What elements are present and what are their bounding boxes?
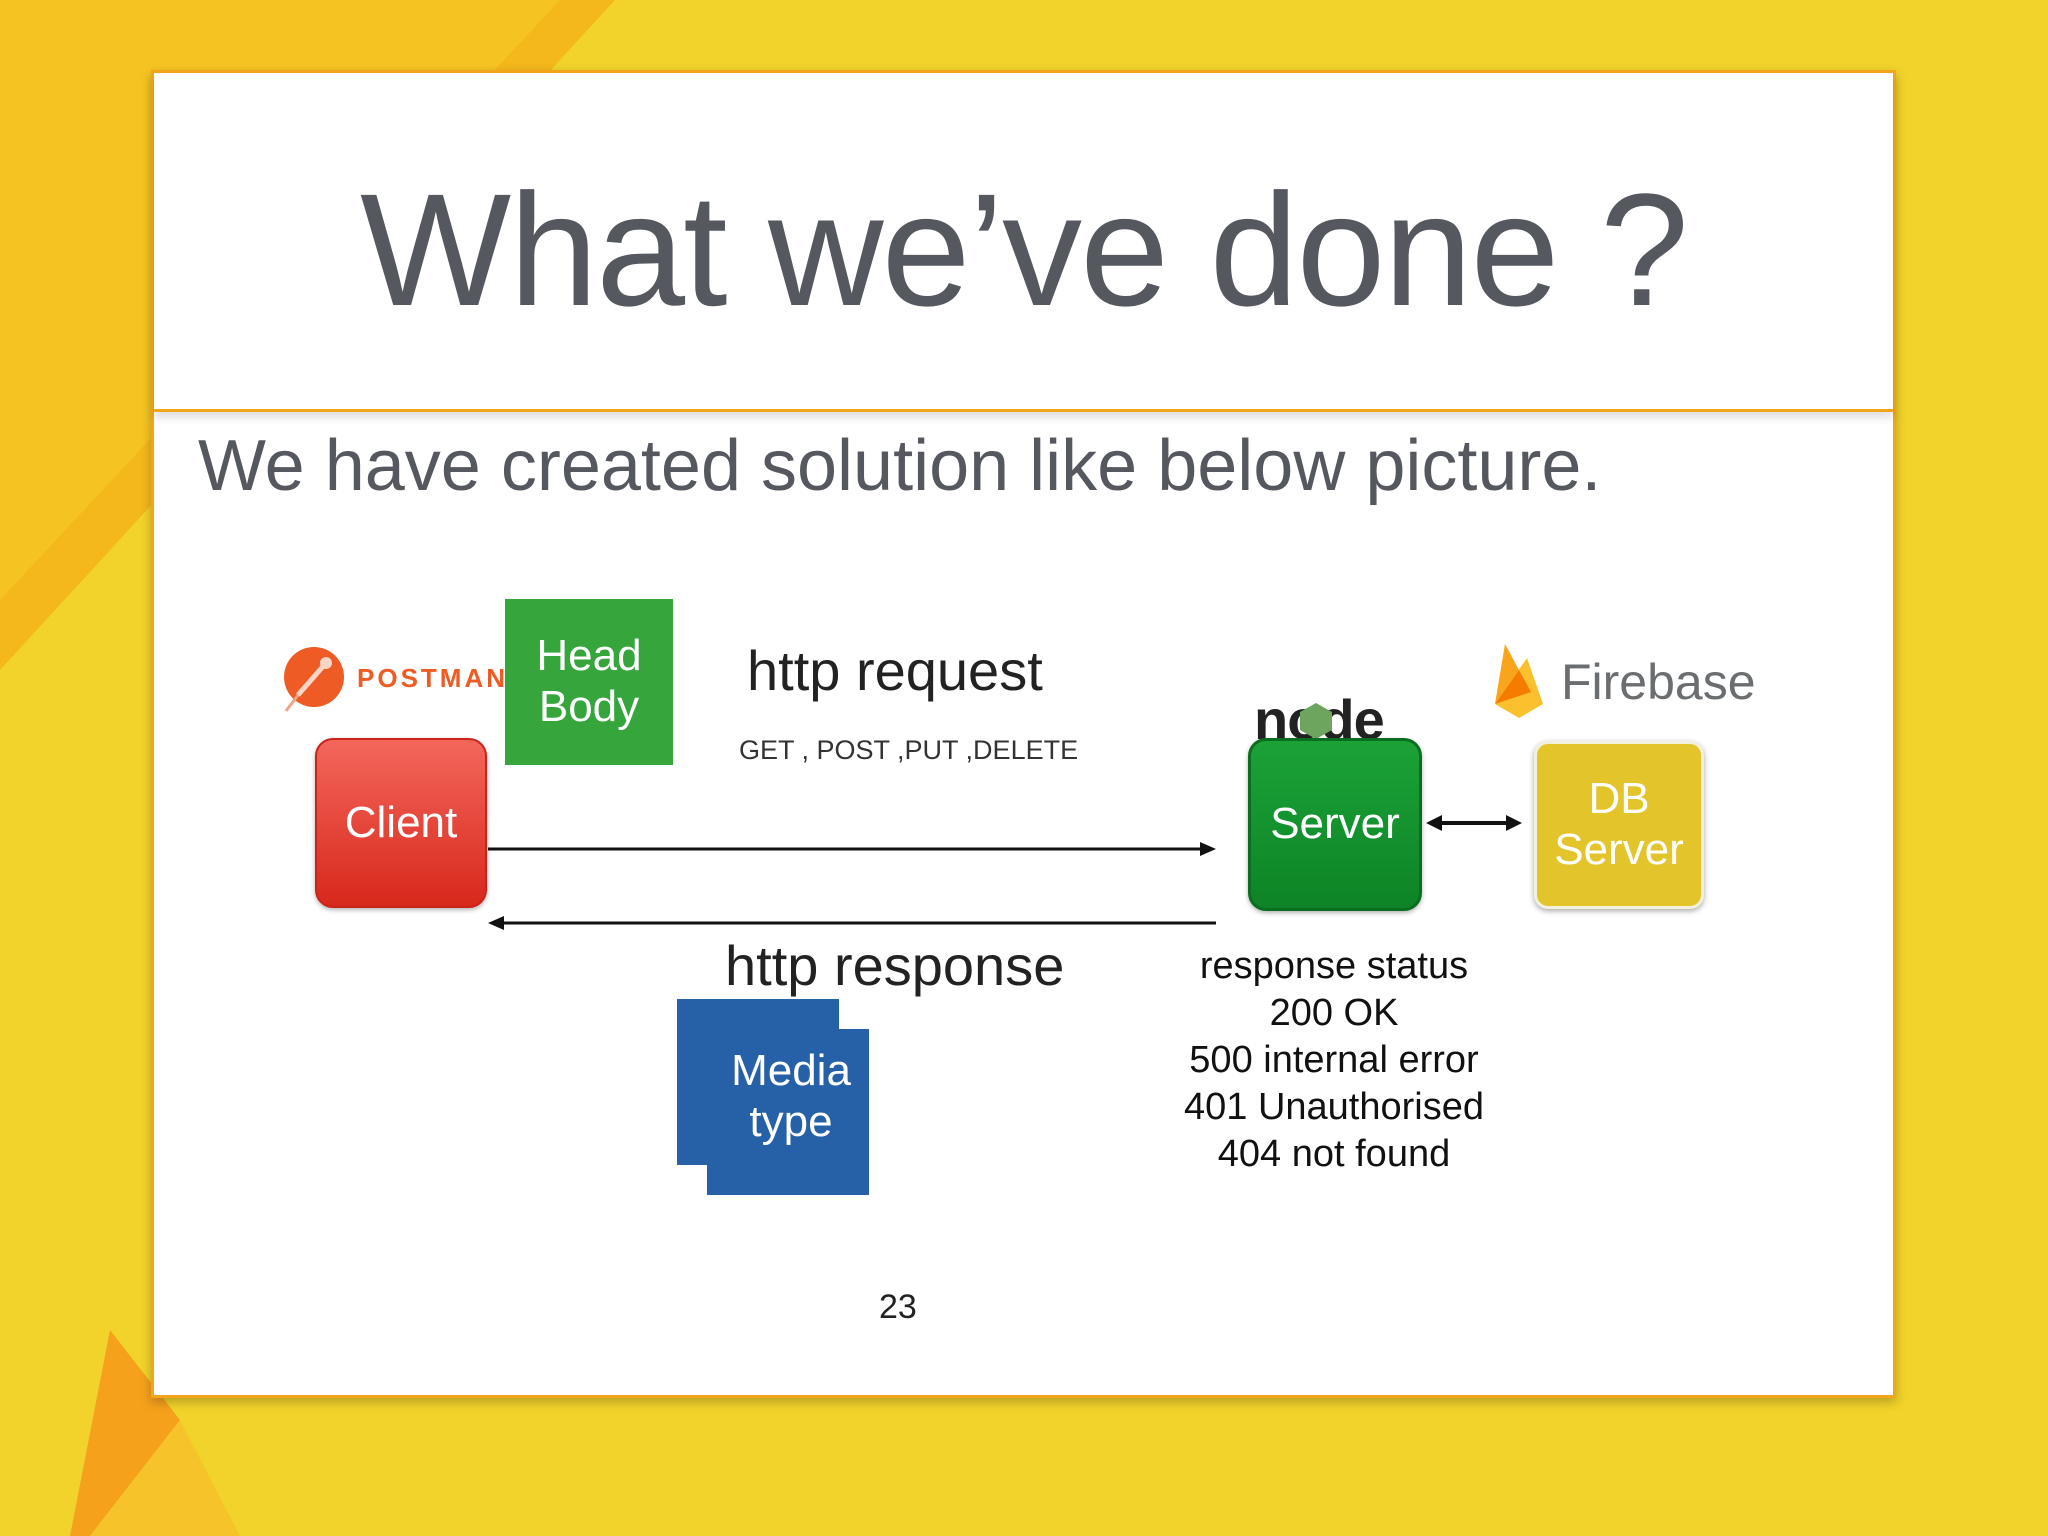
client-box: Client — [315, 738, 487, 908]
title-box: What we’ve done ? — [154, 73, 1893, 412]
server-label: Server — [1270, 799, 1400, 849]
slide-title: What we’ve done ? — [360, 160, 1689, 339]
client-label: Client — [344, 797, 458, 847]
status-500: 500 internal error — [1189, 1039, 1479, 1081]
firebase-flame-decoration — [70, 1330, 180, 1536]
firebase-icon — [1495, 644, 1543, 718]
http-response-label: http response — [725, 934, 1065, 997]
head-label: Head — [536, 631, 642, 681]
server-box: Server — [1248, 738, 1422, 911]
slide-card: What we’ve done ? We have created soluti… — [151, 70, 1896, 1398]
firebase-logo-text: Firebase — [1561, 654, 1756, 710]
type-label: type — [749, 1097, 833, 1146]
db-server-box: DB Server — [1534, 741, 1704, 909]
db-label: DB — [1588, 774, 1650, 824]
postman-logo-text: POSTMAN — [357, 663, 508, 693]
status-404: 404 not found — [1217, 1133, 1451, 1175]
node-hexagon-icon — [1300, 703, 1332, 739]
media-type-front-card — [707, 1029, 869, 1195]
media-label: Media — [731, 1046, 851, 1096]
slide-subtitle: We have created solution like below pict… — [198, 426, 1602, 506]
head-body-box: Head Body — [505, 599, 673, 765]
postman-icon — [284, 647, 344, 712]
status-401: 401 Unauthorised — [1184, 1086, 1484, 1128]
media-type-label: Media type — [677, 999, 869, 1195]
request-arrow — [488, 842, 1216, 856]
response-arrow — [488, 916, 1216, 930]
response-status-heading: response status — [1199, 945, 1469, 987]
db-server-label: Server — [1554, 825, 1684, 874]
response-status-list: response status 200 OK 500 internal erro… — [1174, 943, 1494, 1178]
server-db-arrow — [1426, 815, 1522, 831]
request-methods-label: GET , POST ,PUT ,DELETE — [739, 735, 1079, 765]
body-label: Body — [538, 682, 640, 731]
page-number: 23 — [879, 1288, 917, 1326]
status-200: 200 OK — [1269, 992, 1399, 1034]
http-request-label: http request — [747, 639, 1043, 702]
